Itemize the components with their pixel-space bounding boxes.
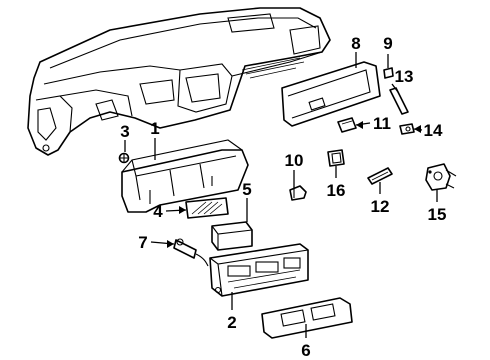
- callout-6: 6: [301, 341, 310, 360]
- part-5-box-module: [211, 221, 253, 251]
- callout-11: 11: [373, 114, 391, 133]
- callout-5: 5: [242, 180, 251, 199]
- part-13-striker: [389, 87, 409, 115]
- part-9-bumper: [383, 67, 394, 79]
- callout-1: 1: [150, 119, 159, 138]
- part-1-lower-panel: [121, 139, 249, 213]
- callout-3: 3: [120, 122, 129, 141]
- part-15-lock-assembly: [425, 163, 457, 191]
- part-10-bracket: [289, 185, 307, 201]
- callout-13: 13: [395, 67, 414, 86]
- part-7-cable: [173, 238, 209, 267]
- arrowheads: [167, 121, 421, 248]
- part-2-heater-control: [209, 243, 309, 297]
- part-14-latch: [399, 123, 415, 135]
- part-4-plate: [185, 197, 229, 219]
- callout-16: 16: [327, 181, 346, 200]
- part-8-glove-box-door: [281, 61, 381, 127]
- callout-15: 15: [428, 205, 447, 224]
- callout-14: 14: [424, 121, 443, 140]
- part-3-clip: [118, 152, 130, 164]
- callout-8: 8: [351, 34, 360, 53]
- instrument-panel: [27, 7, 331, 156]
- part-12-handle: [367, 167, 393, 185]
- part-11-lock: [337, 117, 357, 133]
- part-16-switch: [327, 149, 345, 167]
- callout-2: 2: [227, 313, 236, 332]
- callout-4: 4: [153, 202, 163, 221]
- callout-labels: 1 2 3 4 5 6 7 8 9 10 11 12 13 14 15 16: [120, 34, 446, 360]
- callout-12: 12: [371, 197, 390, 216]
- part-6-face-plate: [261, 297, 353, 339]
- callout-10: 10: [285, 151, 304, 170]
- callout-9: 9: [383, 34, 392, 53]
- callout-7: 7: [138, 233, 147, 252]
